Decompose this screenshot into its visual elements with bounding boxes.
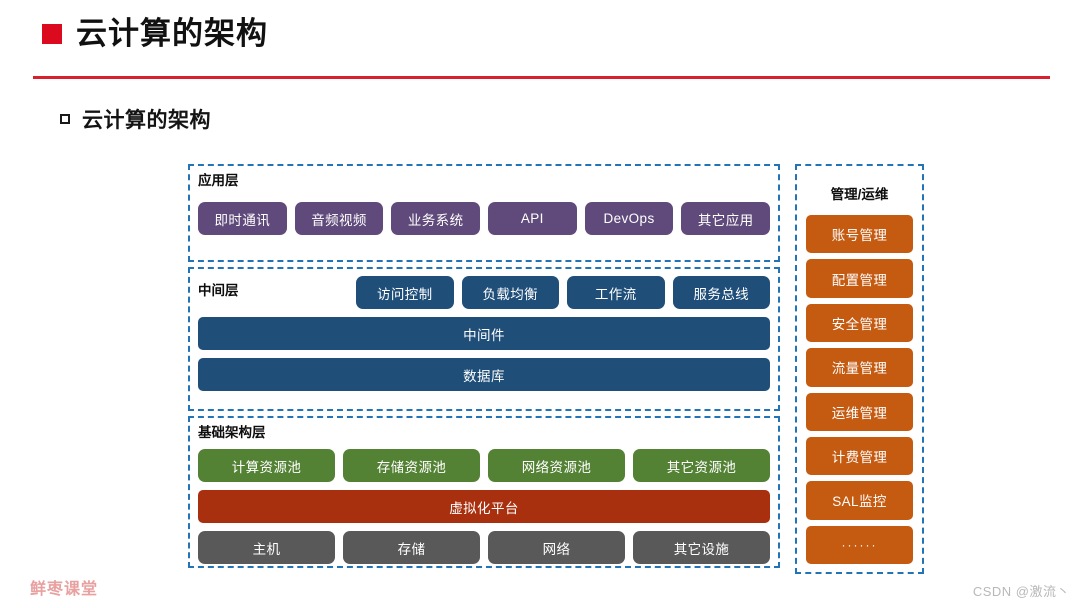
- mgmt-item-configuration-management[interactable]: 配置管理: [806, 259, 913, 298]
- layer-middleware: 中间层 访问控制 负载均衡 工作流 服务总线 中间件 数据库: [188, 267, 780, 411]
- chip-compute-resource-pool[interactable]: 计算资源池: [198, 449, 335, 483]
- resource-pool-chip-row: 计算资源池 存储资源池 网络资源池 其它资源池: [198, 449, 770, 483]
- architecture-diagram: 应用层 即时通讯 音频视频 业务系统 API DevOps 其它应用 中间层 访…: [188, 164, 924, 574]
- middleware-header-row: 中间层 访问控制 负载均衡 工作流 服务总线: [198, 276, 770, 309]
- chip-audio-video[interactable]: 音频视频: [294, 202, 384, 236]
- bar-database[interactable]: 数据库: [198, 358, 770, 391]
- title-divider: [33, 76, 1050, 79]
- section-subtitle: 云计算的架构: [60, 104, 211, 134]
- mgmt-item-billing-management[interactable]: 计费管理: [806, 436, 913, 476]
- mgmt-item-traffic-management[interactable]: 流量管理: [806, 348, 913, 387]
- chip-workflow[interactable]: 工作流: [567, 276, 665, 309]
- middleware-chip-row: 访问控制 负载均衡 工作流 服务总线: [356, 276, 770, 309]
- page-title: 云计算的架构: [42, 18, 268, 49]
- chip-storage[interactable]: 存储: [343, 531, 480, 565]
- section-subtitle-text: 云计算的架构: [82, 109, 211, 132]
- bar-virtualization-platform[interactable]: 虚拟化平台: [198, 490, 770, 524]
- chip-devops[interactable]: DevOps: [584, 202, 674, 236]
- application-chip-row: 即时通讯 音频视频 业务系统 API DevOps 其它应用: [198, 202, 771, 236]
- management-panel: 管理/运维 账号管理 配置管理 安全管理 流量管理 运维管理 计费管理 SAL监…: [795, 164, 924, 574]
- chip-service-bus[interactable]: 服务总线: [672, 276, 770, 309]
- chip-api[interactable]: API: [488, 202, 577, 236]
- mgmt-item-security-management[interactable]: 安全管理: [806, 303, 913, 343]
- layer-infrastructure-title: 基础架构层: [198, 425, 266, 440]
- management-column: 管理/运维 账号管理 配置管理 安全管理 流量管理 运维管理 计费管理 SAL监…: [795, 164, 924, 574]
- brand-logo-text: 鲜枣课堂: [30, 581, 99, 598]
- slide-header: 云计算的架构: [0, 0, 1080, 84]
- hardware-chip-row: 主机 存储 网络 其它设施: [198, 531, 770, 565]
- management-panel-title: 管理/运维: [830, 187, 889, 202]
- chip-business-system[interactable]: 业务系统: [391, 202, 481, 236]
- layer-application: 应用层 即时通讯 音频视频 业务系统 API DevOps 其它应用: [188, 164, 780, 262]
- chip-network-resource-pool[interactable]: 网络资源池: [488, 449, 625, 483]
- chip-load-balancing[interactable]: 负载均衡: [461, 276, 559, 309]
- chip-access-control[interactable]: 访问控制: [356, 276, 454, 309]
- mgmt-item-more[interactable]: ······: [806, 525, 913, 564]
- layer-application-title: 应用层: [198, 173, 239, 188]
- chip-instant-messaging[interactable]: 即时通讯: [198, 202, 287, 236]
- page-title-text: 云计算的架构: [76, 16, 268, 51]
- csdn-watermark: CSDN @激流丶: [972, 584, 1070, 599]
- mgmt-item-account-management[interactable]: 账号管理: [806, 215, 913, 254]
- chip-storage-resource-pool[interactable]: 存储资源池: [343, 449, 480, 483]
- chip-other-applications[interactable]: 其它应用: [681, 202, 771, 236]
- square-outline-bullet-icon: [60, 114, 70, 124]
- chip-other-resource-pool[interactable]: 其它资源池: [633, 449, 770, 483]
- bar-middleware[interactable]: 中间件: [198, 317, 770, 350]
- layer-infrastructure: 基础架构层 计算资源池 存储资源池 网络资源池 其它资源池 虚拟化平台 主机 存…: [188, 416, 780, 568]
- layer-middleware-title: 中间层: [198, 283, 239, 298]
- chip-other-facilities[interactable]: 其它设施: [633, 531, 770, 565]
- chip-network[interactable]: 网络: [488, 531, 625, 565]
- chip-host[interactable]: 主机: [198, 531, 335, 565]
- layer-stack-column: 应用层 即时通讯 音频视频 业务系统 API DevOps 其它应用 中间层 访…: [188, 164, 780, 574]
- title-bullet-icon: [42, 23, 62, 44]
- mgmt-item-operations-management[interactable]: 运维管理: [806, 392, 913, 431]
- management-item-list: 账号管理 配置管理 安全管理 流量管理 运维管理 计费管理 SAL监控 ····…: [806, 215, 913, 564]
- mgmt-item-sal-monitoring[interactable]: SAL监控: [806, 481, 913, 520]
